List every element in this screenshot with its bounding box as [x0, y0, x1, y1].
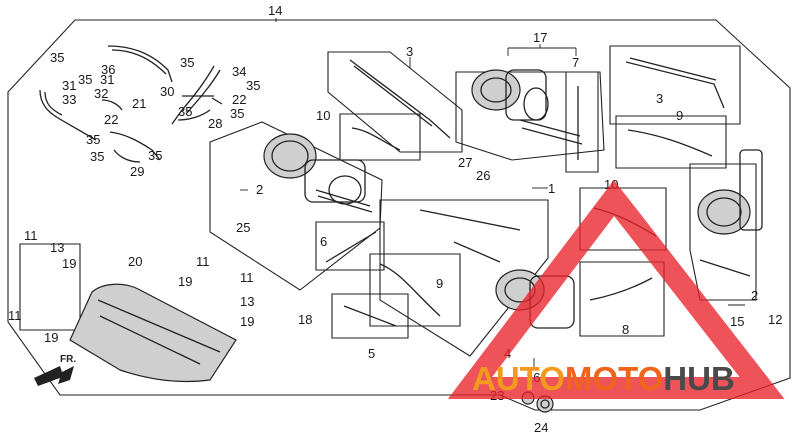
callout-35: 35	[230, 106, 244, 121]
callout-2: 2	[256, 182, 263, 197]
callout-25: 25	[236, 220, 250, 235]
callout-35: 35	[246, 78, 260, 93]
callout-34: 34	[232, 64, 246, 79]
callout-5: 5	[368, 346, 375, 361]
callout-35: 35	[50, 50, 64, 65]
callout-18: 18	[298, 312, 312, 327]
callout-3: 3	[656, 91, 663, 106]
panel-part-9-lower	[369, 253, 461, 327]
callout-9: 9	[676, 108, 683, 123]
callout-14: 14	[268, 3, 282, 18]
callout-22: 22	[104, 112, 118, 127]
callout-31: 31	[62, 78, 76, 93]
callout-12: 12	[768, 312, 782, 327]
callout-11: 11	[8, 308, 22, 323]
callout-27: 27	[458, 155, 472, 170]
callout-13: 13	[240, 294, 254, 309]
panel-part-9-upper	[615, 115, 727, 169]
float-chamber-20	[69, 283, 237, 383]
front-direction-marker: FR.	[34, 354, 76, 386]
callout-35: 35	[90, 149, 104, 164]
callout-24: 24	[534, 420, 548, 435]
callout-8: 8	[622, 322, 629, 337]
callout-15: 15	[730, 314, 744, 329]
callout-29: 29	[130, 164, 144, 179]
callout-33: 33	[62, 92, 76, 107]
panel-part-8	[579, 261, 665, 337]
callout-20: 20	[128, 254, 142, 269]
pipe-3-upper	[349, 59, 451, 139]
callout-11: 11	[196, 254, 210, 269]
callout-9: 9	[436, 276, 443, 291]
callout-17: 17	[533, 30, 547, 45]
callout-3: 3	[406, 44, 413, 59]
callout-10: 10	[316, 108, 330, 123]
callout-28: 28	[208, 116, 222, 131]
breather-tubes	[39, 45, 223, 163]
panel-part-3-right	[609, 45, 741, 125]
callout-2: 2	[751, 288, 758, 303]
callout-31: 31	[100, 72, 114, 87]
callout-1: 1	[548, 181, 555, 196]
callout-11: 11	[24, 228, 38, 243]
callout-35: 35	[86, 132, 100, 147]
callout-6: 6	[320, 234, 327, 249]
callout-11: 11	[240, 270, 254, 285]
callout-35: 35	[178, 104, 192, 119]
watermark-text: AUTOMOTOHUB	[472, 360, 735, 397]
carburetor-17	[455, 69, 605, 161]
callout-21: 21	[132, 96, 146, 111]
callout-19: 19	[240, 314, 254, 329]
callout-22: 22	[232, 92, 246, 107]
panel-part-5	[331, 293, 409, 339]
watermark-triangle	[447, 179, 785, 399]
assembly-outline	[7, 19, 791, 411]
watermark: AUTOMOTOHUB	[447, 179, 785, 399]
callout-32: 32	[94, 86, 108, 101]
callout-35: 35	[148, 148, 162, 163]
panel-part-3-upper	[327, 51, 463, 153]
callout-13: 13	[50, 240, 64, 255]
callout-labels: 14 3 17 7 3 35 36 35 34 31 35 31 30 35 3…	[8, 3, 782, 435]
leader-lines	[240, 18, 745, 370]
callout-36: 36	[101, 62, 115, 77]
callout-35: 35	[180, 55, 194, 70]
carburetor-assembly-main	[209, 121, 383, 291]
panel-part-6	[315, 221, 385, 271]
callout-30: 30	[160, 84, 174, 99]
front-marker-label: FR.	[60, 354, 76, 365]
callout-19: 19	[44, 330, 58, 345]
callout-7: 7	[572, 55, 579, 70]
callout-19: 19	[62, 256, 76, 271]
carburetor-15	[689, 149, 763, 301]
panel-part-7	[565, 71, 599, 173]
callout-35: 35	[78, 72, 92, 87]
callout-26: 26	[476, 168, 490, 183]
callout-19: 19	[178, 274, 192, 289]
panel-part-10-upper	[339, 113, 421, 161]
